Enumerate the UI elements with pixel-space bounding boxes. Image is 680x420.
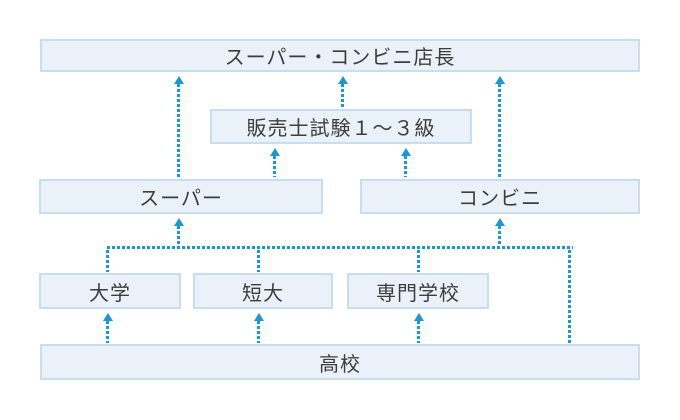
connector-convenience-to-manager [498, 84, 501, 177]
node-manager: スーパー・コンビニ店長 [40, 39, 640, 72]
arrowhead-up-icon [270, 148, 280, 156]
connector-vocational-school-to-rail [417, 250, 420, 272]
connector-rail-to-convenience [498, 226, 501, 245]
connector-convenience-to-exam [404, 156, 407, 177]
arrowhead-up-icon [174, 76, 184, 84]
node-exam-label: 販売士試験１～３級 [246, 118, 436, 140]
arrowhead-up-icon [174, 218, 184, 226]
connector-exam-to-manager [341, 84, 344, 107]
connector-rail-to-supermarket [177, 226, 180, 245]
connector-high-school-to-vocational-school [417, 321, 420, 343]
node-junior-college: 短大 [193, 273, 333, 309]
node-vocational-school-label: 専門学校 [376, 282, 460, 305]
connector-high-school-to-rail [568, 250, 571, 343]
arrowhead-up-icon [495, 218, 505, 226]
node-convenience: コンビニ [360, 179, 640, 214]
connector-supermarket-to-manager [177, 84, 180, 177]
arrowhead-up-icon [338, 76, 348, 84]
node-supermarket-label: スーパー [139, 188, 223, 210]
node-convenience-label: コンビニ [458, 188, 542, 210]
connector-supermarket-to-exam [273, 156, 276, 177]
connector-university-to-rail [106, 250, 109, 272]
node-high-school-label: 高校 [319, 353, 361, 376]
arrowhead-up-icon [103, 313, 113, 321]
node-university: 大学 [39, 273, 181, 309]
connector-high-school-to-junior-college [257, 321, 260, 343]
node-exam: 販売士試験１～３級 [210, 109, 472, 144]
arrowhead-up-icon [254, 313, 264, 321]
arrowhead-up-icon [495, 76, 505, 84]
arrowhead-up-icon [401, 148, 411, 156]
connector-high-school-to-university [106, 321, 109, 343]
node-manager-label: スーパー・コンビニ店長 [224, 47, 456, 69]
connector-junior-college-to-rail [257, 250, 260, 272]
node-high-school: 高校 [40, 344, 640, 380]
node-supermarket: スーパー [39, 179, 323, 214]
node-vocational-school: 専門学校 [347, 273, 489, 309]
node-junior-college-label: 短大 [242, 282, 284, 305]
arrowhead-up-icon [414, 313, 424, 321]
connector-rail-horizontal [107, 246, 573, 249]
node-university-label: 大学 [89, 282, 131, 305]
